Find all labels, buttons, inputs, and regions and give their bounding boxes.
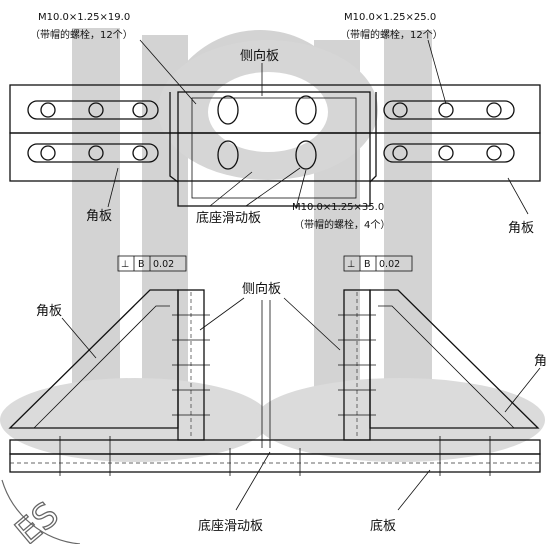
- bolt-right-note: （带帽的螺栓，12个）: [340, 28, 443, 41]
- leader-bolt-right: [427, 39, 447, 105]
- leader-front-corner-right: [504, 367, 541, 413]
- corner-plate-right-front: 角: [534, 354, 547, 369]
- side-plate-label-front: 侧向板: [242, 281, 281, 297]
- slot-row-lower-left: [27, 143, 159, 163]
- tol-left-symbol: ⊥: [121, 259, 129, 270]
- tol-right-datum: B: [364, 259, 371, 270]
- slot-row-upper-left: [27, 100, 159, 120]
- bolt-left-note: （带帽的螺栓，12个）: [30, 28, 133, 41]
- side-plate-right-bolts: [338, 314, 376, 416]
- leader-corner-left: [107, 167, 119, 208]
- central-bolt-holes: [217, 95, 317, 170]
- side-plate-left-bolts: [172, 314, 210, 416]
- leader-bolt-center: [295, 169, 307, 209]
- corner-bracket-left: [169, 92, 179, 183]
- front-view: ⊥ B 0.02 ⊥ B 0.02: [8, 255, 547, 534]
- watermark-lower-wave: [0, 378, 270, 462]
- bolt-center-note: （带帽的螺栓，4个）: [294, 218, 390, 231]
- leader-slide-right: [245, 167, 301, 207]
- bolt-center-spec: M10.0×1.25×35.0: [292, 202, 384, 213]
- leader-front-side-right: [283, 297, 341, 351]
- corner-plate-left-inner: [33, 305, 170, 429]
- corner-plate-left-front: 角板: [36, 304, 62, 319]
- tolerance-frame-left: ⊥ B 0.02: [117, 255, 187, 272]
- leader-slide-left: [209, 171, 253, 207]
- watermark: ES: [0, 28, 545, 544]
- corner-plate-right-top: 角板: [508, 221, 534, 236]
- corner-bracket-right: [369, 92, 377, 183]
- leader-corner-right: [507, 177, 529, 215]
- bolt-left-spec: M10.0×1.25×19.0: [38, 12, 130, 23]
- watermark-ring-hole: [208, 72, 328, 152]
- side-plate-label-top: 侧向板: [240, 48, 279, 64]
- base-bolt-marks: [59, 436, 491, 476]
- leader-front-slide: [235, 451, 271, 511]
- base-slide-plate-front: 底座滑动板: [198, 518, 263, 534]
- watermark-bar-1: [72, 28, 120, 448]
- watermark-stamp-text: ES: [8, 494, 67, 544]
- leader-front-corner-left: [61, 317, 97, 359]
- tol-left-datum: B: [138, 259, 145, 270]
- leader-bolt-left: [139, 39, 197, 105]
- top-view: M10.0×1.25×19.0 （带帽的螺栓，12个） M10.0×1.25×2…: [9, 12, 541, 236]
- corner-plate-right-inner: [378, 305, 515, 429]
- corner-plate-left-top: 角板: [86, 209, 112, 224]
- bolt-right-spec: M10.0×1.25×25.0: [344, 12, 436, 23]
- tol-left-value: 0.02: [153, 259, 174, 270]
- tolerance-frame-right: ⊥ B 0.02: [343, 255, 413, 272]
- leader-front-side-left: [199, 297, 245, 331]
- slot-row-upper-right: [383, 100, 515, 120]
- central-frame-inner: [191, 97, 357, 199]
- leader-front-base: [397, 469, 431, 511]
- watermark-lower-wave-2: [255, 378, 545, 462]
- central-frame: [177, 91, 371, 207]
- base-slide-plate-top: 底座滑动板: [196, 210, 261, 226]
- watermark-stamp-arc: [1, 479, 81, 544]
- base-plate-front: 底板: [370, 518, 396, 534]
- slot-row-lower-right: [383, 143, 515, 163]
- tol-right-value: 0.02: [379, 259, 400, 270]
- tol-right-symbol: ⊥: [347, 259, 355, 270]
